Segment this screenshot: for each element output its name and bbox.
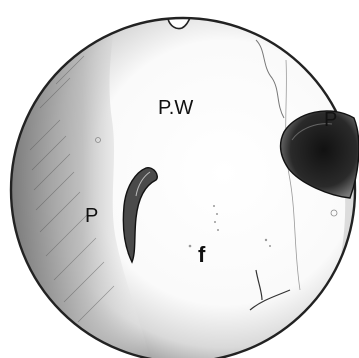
label-left-opening: P: [85, 205, 98, 227]
label-fistula: f: [198, 242, 206, 267]
label-right-opening: P: [324, 109, 337, 131]
label-posterior-wall: P.W: [158, 97, 193, 119]
